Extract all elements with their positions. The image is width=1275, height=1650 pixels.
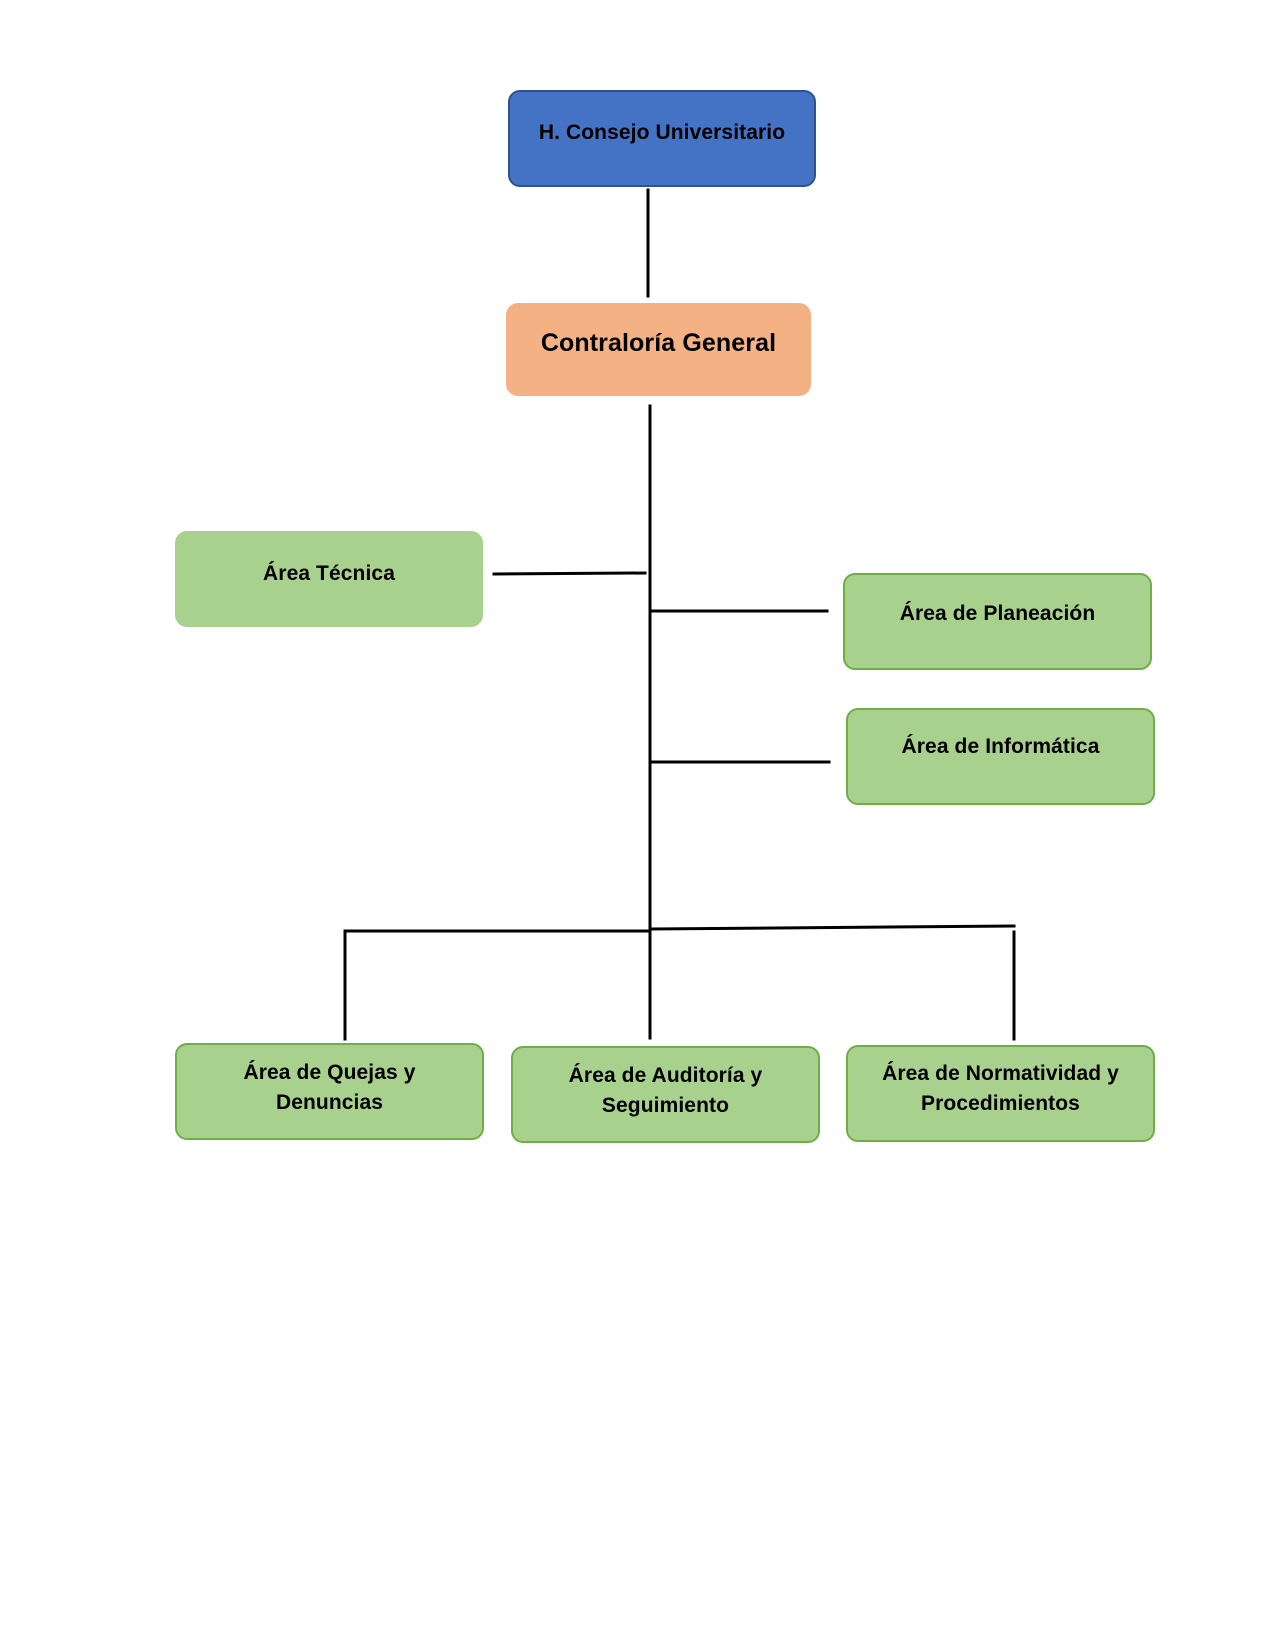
- node-area-informatica: Área de Informática: [846, 708, 1155, 805]
- node-label: Contraloría General: [540, 329, 777, 357]
- node-label-block: Área de Quejas y Denuncias: [243, 1058, 415, 1119]
- connector-bottom-branch-right: [648, 924, 1016, 931]
- node-label: Área de Informática: [901, 735, 1100, 758]
- node-label-line: Denuncias: [275, 1091, 384, 1115]
- node-area-auditoria-seguimiento: Área de Auditoría y Seguimiento: [511, 1046, 820, 1143]
- node-area-planeacion: Área de Planeación: [843, 573, 1152, 670]
- node-area-normatividad-procedimientos: Área de Normatividad y Procedimientos: [846, 1045, 1155, 1142]
- node-contraloria-general: Contraloría General: [506, 303, 811, 396]
- node-label-line: Área de Auditoría y: [568, 1064, 763, 1087]
- node-label-line: Procedimientos: [921, 1092, 1080, 1116]
- node-label: Área de Planeación: [899, 602, 1096, 625]
- node-h-consejo-universitario: H. Consejo Universitario: [508, 90, 816, 187]
- node-label: H. Consejo Universitario: [538, 121, 786, 144]
- node-label-line: Área de Normatividad y: [882, 1062, 1119, 1085]
- connector-to-tecnica: [492, 571, 647, 576]
- node-label-block: Área de Normatividad y Procedimientos: [882, 1059, 1119, 1120]
- node-label-block: Área de Auditoría y Seguimiento: [569, 1061, 763, 1122]
- node-label-line: Área de Quejas y: [243, 1061, 416, 1084]
- node-area-tecnica: Área Técnica: [175, 531, 483, 627]
- node-label: Área Técnica: [263, 562, 395, 585]
- node-area-quejas-denuncias: Área de Quejas y Denuncias: [175, 1043, 484, 1140]
- node-label-line: Seguimiento: [601, 1094, 730, 1118]
